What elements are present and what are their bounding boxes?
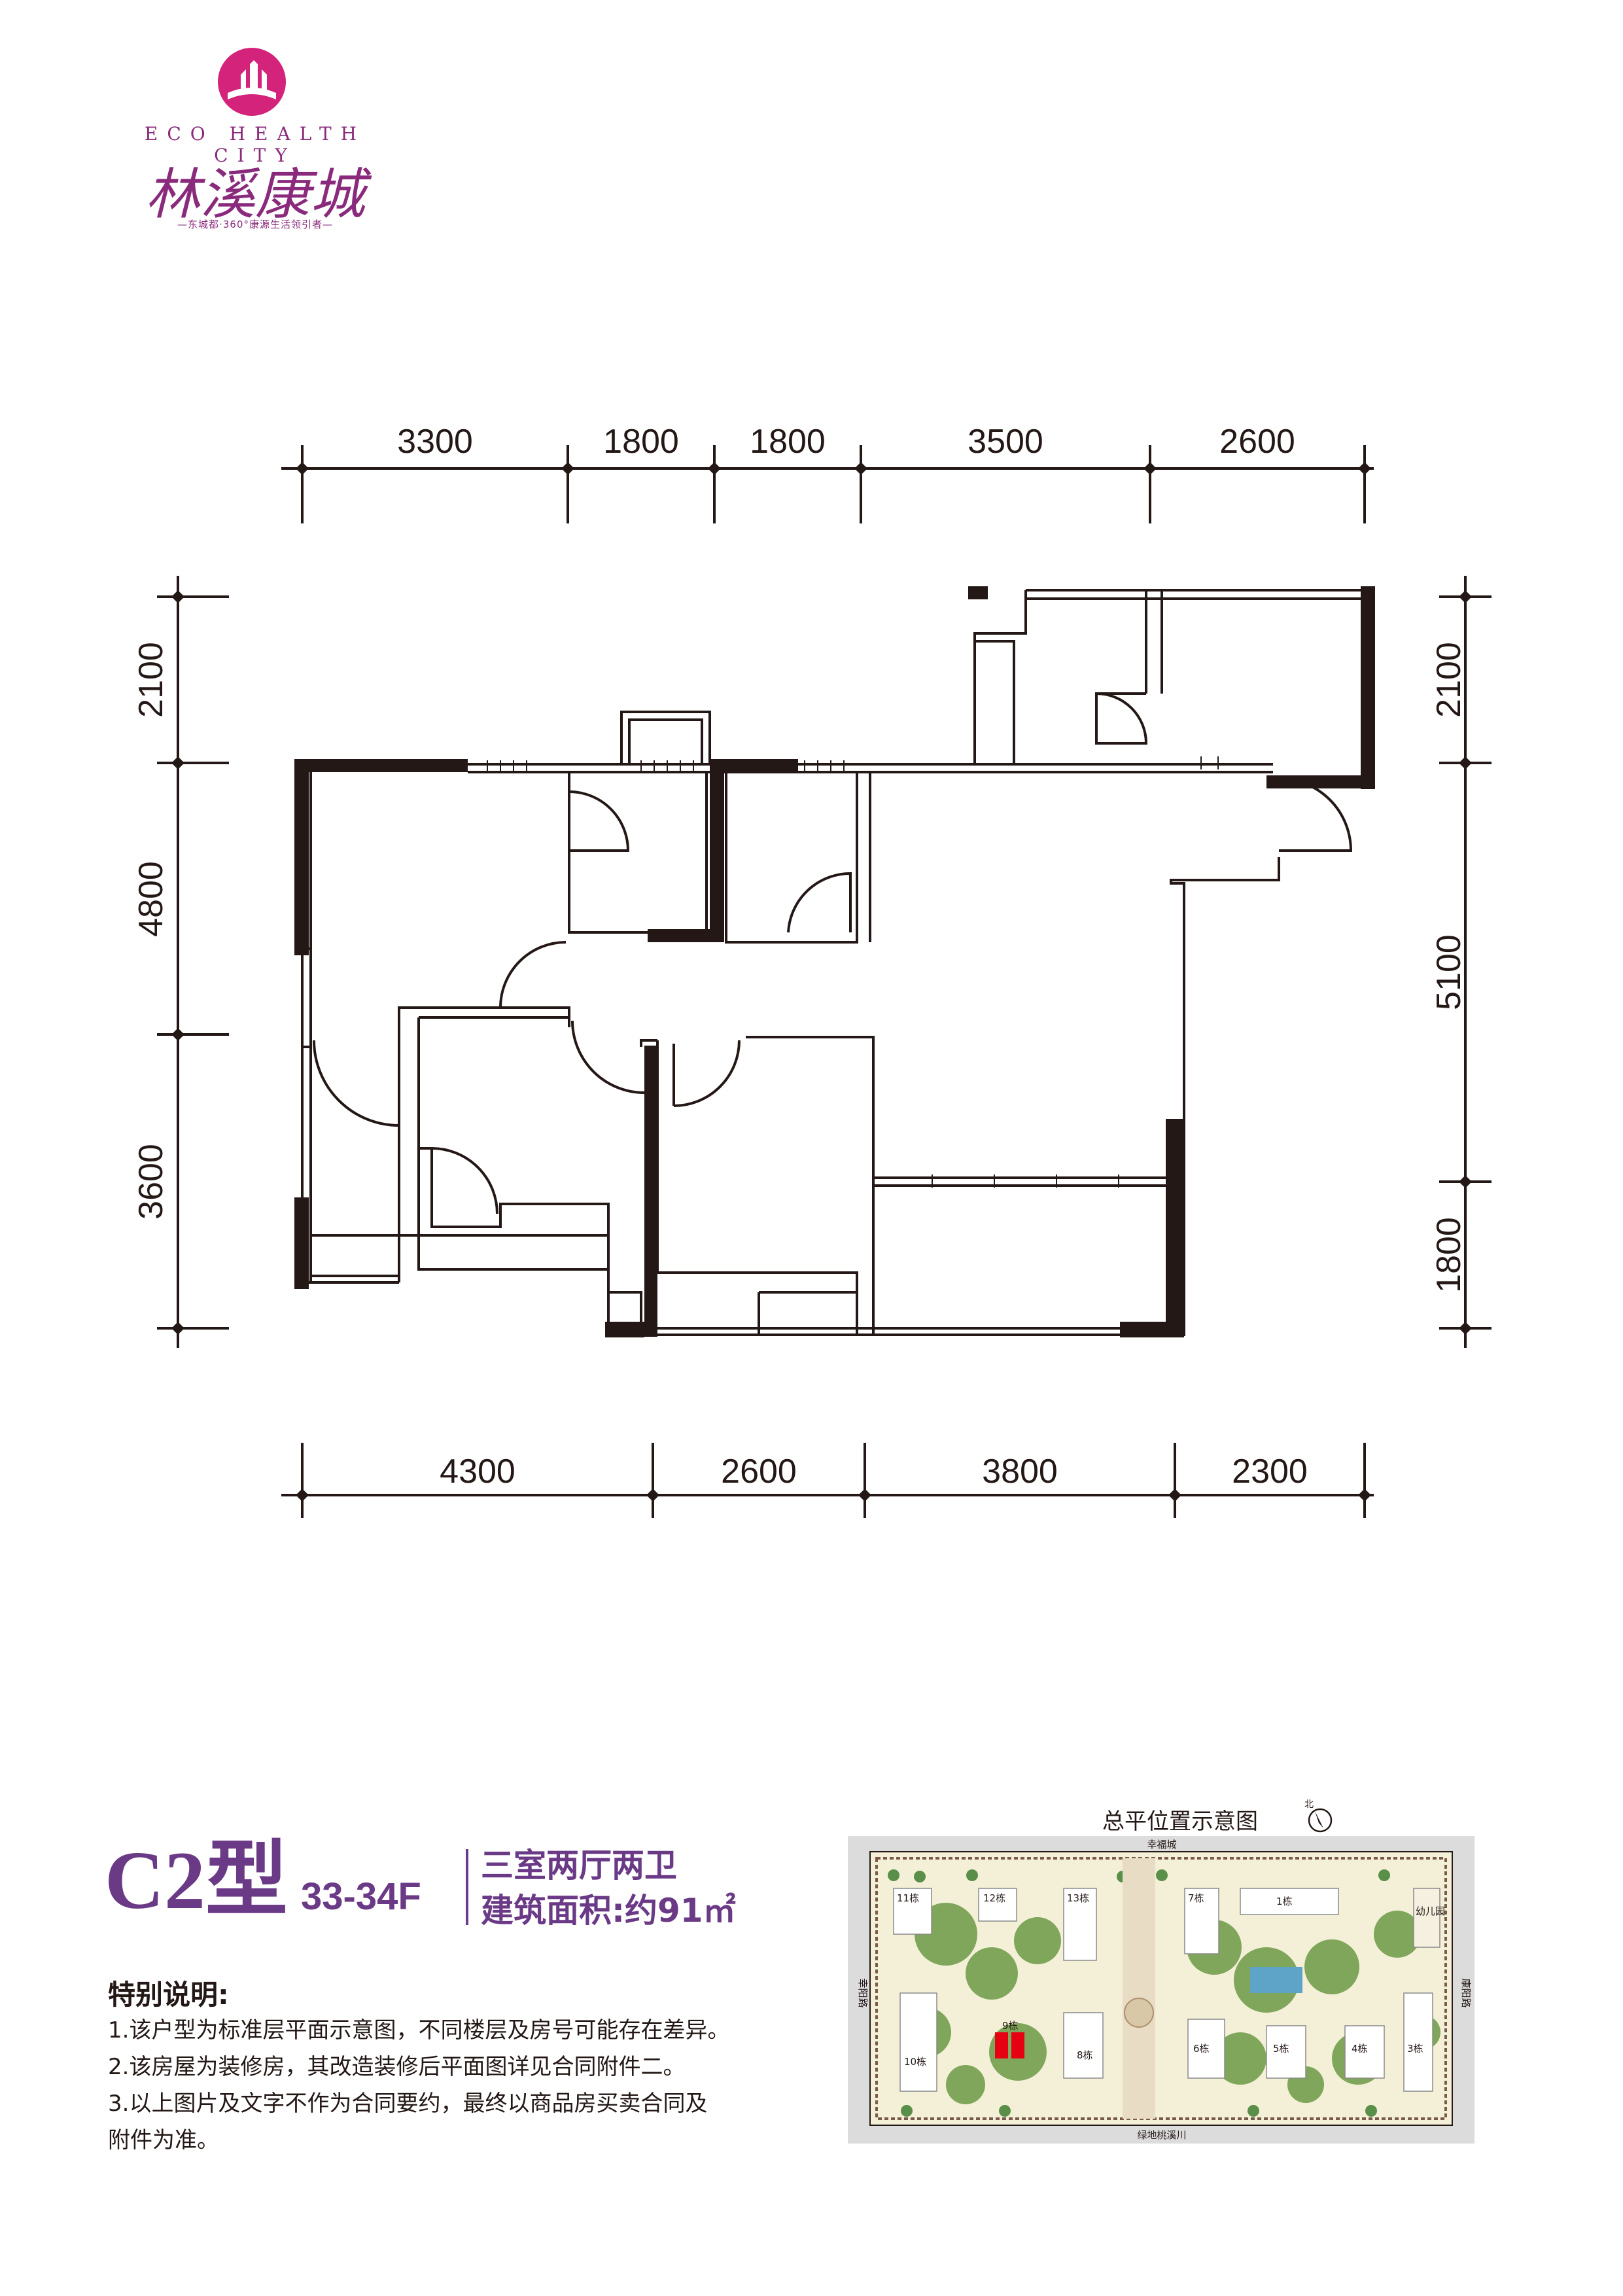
road-top: 幸福城 <box>1147 1839 1176 1850</box>
building-label: 3栋 <box>1407 2043 1423 2055</box>
dimension-lines <box>157 445 1492 1518</box>
unit-type-code: C2型 <box>105 1835 288 1926</box>
logo-english-name: ECO HEALTH CITY <box>144 123 366 166</box>
window-glazing <box>487 756 1219 1188</box>
kindergarten-label: 幼儿园 <box>1416 1905 1445 1917</box>
road-right: 康阳路 <box>1460 1978 1472 2007</box>
unit-floors: 33-34F <box>301 1875 421 1918</box>
dim-left-1: 2100 <box>132 642 170 718</box>
building-label: 13栋 <box>1067 1892 1089 1904</box>
unit-area: 建筑面积:约91㎡ <box>481 1892 736 1930</box>
building-label: 5栋 <box>1273 2043 1289 2055</box>
logo-tagline: —东城都·360°康源生活领引者— <box>177 219 333 230</box>
north-label: 北 <box>1304 1799 1314 1810</box>
dim-bottom-4: 2300 <box>1232 1453 1308 1491</box>
building-label: 6栋 <box>1193 2043 1210 2055</box>
site-highlight-building <box>995 2032 1024 2058</box>
note-item: 附件为准。 <box>108 2127 219 2153</box>
building-label: 7栋 <box>1188 1892 1204 1904</box>
note-item: 3.以上图片及文字不作为合同要约，最终以商品房买卖合同及 <box>108 2091 708 2117</box>
site-plan-map: 幸福城 绿地桃溪川 幸阳路 康阳路 11栋 12栋 13栋 10栋 9栋 8栋 … <box>848 1836 1475 2144</box>
dim-top-5: 2600 <box>1219 423 1295 461</box>
dim-left-2: 4800 <box>132 861 170 937</box>
dimension-ticks <box>171 462 1472 1502</box>
building-label: 1栋 <box>1276 1896 1293 1907</box>
building-label: 8栋 <box>1077 2049 1093 2061</box>
note-item: 1.该户型为标准层平面示意图，不同楼层及房号可能存在差异。 <box>108 2017 730 2043</box>
notes-list: 1.该户型为标准层平面示意图，不同楼层及房号可能存在差异。 2.该房屋为装修房，… <box>108 2012 828 2159</box>
site-pool <box>1250 1967 1302 1993</box>
building-label-highlight: 9栋 <box>1002 2020 1019 2032</box>
road-left: 幸阳路 <box>857 1978 869 2007</box>
logo-emblem-icon <box>218 48 286 116</box>
dim-bottom-3: 3800 <box>982 1453 1058 1491</box>
note-item: 2.该房屋为装修房，其改造装修后平面图详见合同附件二。 <box>108 2054 686 2080</box>
floor-plan: 3300 1800 1800 3500 2600 4300 2600 3800 … <box>132 423 1492 1518</box>
site-plan-title: 总平位置示意图 <box>1102 1809 1258 1835</box>
thick-walls <box>294 586 1375 1337</box>
dim-right-2: 5100 <box>1430 934 1468 1010</box>
thin-walls <box>301 589 1367 1336</box>
notes-title: 特别说明: <box>108 1979 229 2011</box>
unit-rooms: 三室两厅两卫 <box>481 1846 677 1884</box>
info-divider <box>466 1849 468 1925</box>
building-label: 10栋 <box>904 2056 926 2068</box>
road-bottom: 绿地桃溪川 <box>1137 2129 1186 2141</box>
dim-bottom-1: 4300 <box>440 1453 515 1491</box>
north-arrow-icon: 北 <box>1304 1799 1333 1833</box>
site-buildings <box>893 1888 1440 2092</box>
dim-top-3: 1800 <box>750 423 826 461</box>
brand-logo: ECO HEALTH CITY 林溪康城 —东城都·360°康源生活领引者— <box>98 46 412 230</box>
building-label: 11栋 <box>897 1892 919 1904</box>
dim-top-4: 3500 <box>968 423 1043 461</box>
dim-bottom-2: 2600 <box>721 1453 797 1491</box>
logo-chinese-name: 林溪康城 <box>145 162 365 226</box>
dim-right-3: 1800 <box>1430 1217 1468 1293</box>
dim-right-1: 2100 <box>1430 642 1468 718</box>
dim-top-1: 3300 <box>397 423 473 461</box>
building-label: 4栋 <box>1352 2043 1368 2055</box>
dim-top-2: 1800 <box>603 423 679 461</box>
dim-left-3: 3600 <box>132 1144 170 1220</box>
building-label: 12栋 <box>983 1892 1005 1904</box>
site-central-axis <box>1123 1858 1155 2119</box>
